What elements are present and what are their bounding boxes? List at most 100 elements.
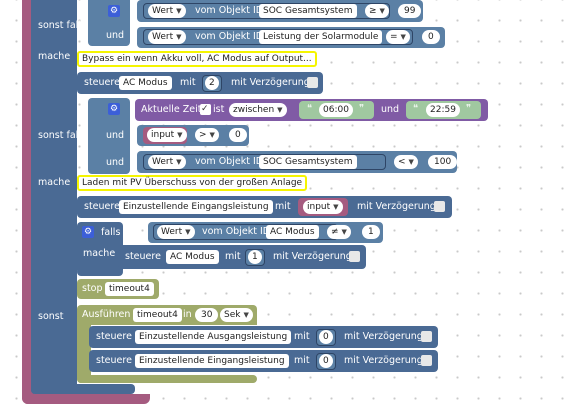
control-target-field[interactable]: Einzustellende Ausgangsleistung: [135, 330, 292, 344]
number-field[interactable]: 0: [319, 354, 333, 368]
number-field[interactable]: 99: [398, 4, 422, 18]
number-field[interactable]: 2: [205, 76, 219, 90]
comment-block[interactable]: Bypass ein wenn Akku voll, AC Modus auf …: [77, 51, 317, 67]
number-field[interactable]: 0: [422, 30, 440, 44]
delay-label: mit Verzögerung: [344, 355, 423, 366]
control-block-ac-modus-1[interactable]: [118, 245, 366, 269]
with-label: mit: [225, 251, 241, 262]
operator-dropdown[interactable]: <▼: [394, 155, 418, 169]
control-verb: steuere: [96, 331, 132, 342]
number-field[interactable]: 1: [362, 225, 380, 239]
get-value-block[interactable]: [143, 154, 386, 170]
of-object-label: vom Objekt ID: [195, 5, 264, 16]
dropdown-arrow-icon: ▼: [341, 228, 347, 236]
delay-number-field[interactable]: 30: [195, 308, 219, 322]
else-if-label: sonst falls: [38, 130, 86, 141]
run-label: Ausführen: [82, 309, 131, 320]
checkbox-icon[interactable]: [421, 331, 432, 342]
do-label: mache: [38, 51, 71, 62]
and-label: und: [106, 30, 125, 41]
checkbox-icon[interactable]: [349, 251, 360, 262]
quote-icon: ❝: [307, 103, 313, 114]
of-object-label: vom Objekt ID: [195, 31, 264, 42]
do-label: mache: [38, 177, 71, 188]
and-label: und: [106, 130, 125, 141]
of-object-label: vom Objekt ID: [202, 226, 271, 237]
gear-icon[interactable]: ⚙: [108, 5, 120, 17]
control-target-field[interactable]: AC Modus: [119, 76, 172, 90]
dropdown-arrow-icon: ▼: [176, 7, 182, 15]
object-id-field[interactable]: SOC Gesamtsystem: [259, 155, 357, 169]
with-label: mit: [294, 331, 310, 342]
control-verb: steuere: [84, 201, 120, 212]
time-from-field[interactable]: 06:00: [319, 103, 353, 117]
number-field[interactable]: 1: [248, 250, 262, 264]
if-label: falls: [101, 227, 121, 238]
quote-icon: ❞: [466, 103, 472, 114]
object-id-field[interactable]: AC Modus: [266, 225, 319, 239]
time-to-field[interactable]: 22:59: [426, 103, 460, 117]
operator-dropdown[interactable]: >▼: [195, 128, 219, 142]
operator-dropdown[interactable]: ≠▼: [327, 225, 351, 239]
dropdown-arrow-icon: ▼: [176, 158, 182, 166]
field-dropdown[interactable]: Wert▼: [148, 155, 186, 169]
field-dropdown[interactable]: Wert▼: [148, 4, 186, 18]
checkbox-icon[interactable]: [434, 201, 445, 212]
current-time-label: Aktuelle Zeit: [141, 104, 202, 115]
dropdown-arrow-icon: ▼: [176, 33, 182, 41]
quote-icon: ❞: [359, 103, 365, 114]
field-dropdown[interactable]: Wert▼: [148, 30, 186, 44]
checkmark-icon: ✓: [201, 104, 209, 114]
and-label: und: [106, 157, 125, 168]
comment-block[interactable]: Laden mit PV Überschuss von der großen A…: [77, 175, 308, 191]
with-label: mit: [275, 201, 291, 212]
delay-label: mit Verzögerung: [273, 251, 352, 262]
nested-if-block-bottom: [77, 268, 123, 276]
dropdown-arrow-icon: ▼: [408, 158, 414, 166]
condition-ac-modus-ne[interactable]: [148, 222, 383, 243]
if-block-bottom: [31, 384, 135, 394]
control-verb: steuere: [96, 355, 132, 366]
object-id-field[interactable]: Leistung der Solarmodule: [259, 30, 383, 44]
gear-icon[interactable]: ⚙: [82, 226, 94, 238]
quote-icon: ❝: [413, 103, 419, 114]
control-verb: steuere: [84, 77, 120, 88]
unit-dropdown[interactable]: Sek▼: [220, 308, 253, 322]
number-field[interactable]: 0: [319, 330, 333, 344]
number-field[interactable]: 100: [428, 155, 458, 169]
checkbox-icon[interactable]: [421, 355, 432, 366]
control-target-field[interactable]: AC Modus: [166, 250, 219, 264]
get-value-block[interactable]: [143, 29, 413, 45]
if-block-frame[interactable]: [31, 0, 77, 394]
dropdown-arrow-icon: ▼: [379, 7, 385, 15]
dropdown-arrow-icon: ▼: [333, 203, 339, 211]
operator-dropdown[interactable]: ≥▼: [365, 4, 389, 18]
control-target-field[interactable]: Einzustellende Eingangsleistung: [119, 200, 273, 214]
do-label: mache: [83, 248, 116, 259]
with-label: mit: [294, 355, 310, 366]
object-id-field[interactable]: SOC Gesamtsystem: [259, 4, 357, 18]
control-verb: steuere: [125, 251, 161, 262]
number-field[interactable]: 0: [229, 128, 247, 142]
event-block-bottom: [22, 394, 150, 404]
variable-dropdown[interactable]: input▼: [303, 200, 343, 214]
run-timeout-bottom: [77, 375, 257, 383]
variable-dropdown[interactable]: input▼: [147, 128, 187, 142]
control-target-field[interactable]: Einzustellende Eingangsleistung: [135, 354, 289, 368]
timer-field[interactable]: timeout4: [105, 282, 154, 296]
run-timeout-frame: [77, 320, 91, 383]
of-object-label: vom Objekt ID: [195, 156, 264, 167]
dropdown-arrow-icon: ▼: [209, 131, 215, 139]
operator-dropdown[interactable]: =▼: [386, 30, 410, 44]
get-value-block[interactable]: [143, 3, 390, 19]
dropdown-arrow-icon: ▼: [243, 311, 249, 319]
dropdown-arrow-icon: ▼: [277, 106, 283, 114]
checkbox-icon[interactable]: [307, 77, 318, 88]
timer-field[interactable]: timeout4: [133, 308, 182, 322]
range-dropdown[interactable]: zwischen▼: [229, 103, 287, 117]
gear-icon[interactable]: ⚙: [108, 103, 120, 115]
field-dropdown[interactable]: Wert▼: [157, 225, 195, 239]
delay-label: mit Verzögerung: [231, 77, 310, 88]
stop-label: stop: [82, 283, 103, 294]
checkbox-icon[interactable]: ✓: [200, 104, 211, 115]
